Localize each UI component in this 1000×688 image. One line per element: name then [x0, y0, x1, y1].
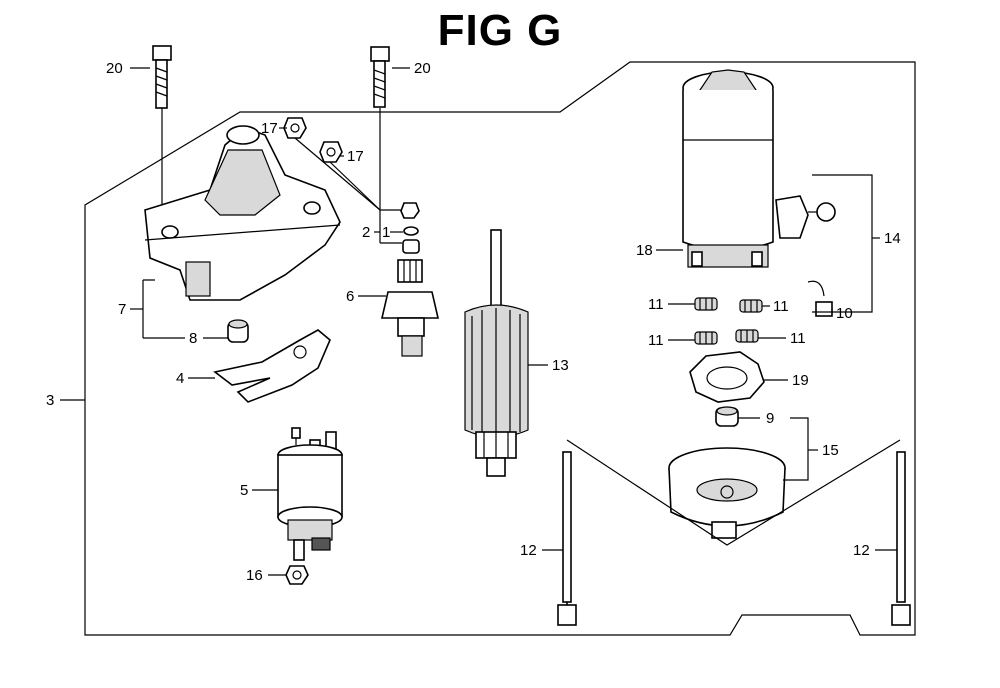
shift-lever	[213, 329, 331, 403]
callout-20-right: 20	[414, 60, 431, 77]
callout-20-left: 20	[106, 60, 123, 77]
nut-17-left	[283, 117, 307, 139]
through-bolt-left	[557, 451, 577, 626]
pinion-gear	[380, 259, 440, 357]
callout-2: 2	[362, 224, 370, 241]
callout-11-c: 11	[648, 332, 664, 349]
spring-11-d	[735, 329, 759, 343]
yoke	[682, 69, 836, 268]
callout-10: 10	[836, 305, 853, 322]
through-bolt-right	[891, 451, 911, 626]
callout-18: 18	[636, 242, 653, 259]
assembly-boundary	[84, 61, 916, 636]
callout-6: 6	[346, 288, 354, 305]
callout-14: 14	[884, 230, 901, 247]
bolt-guide-lines	[566, 439, 901, 546]
brush-holder	[689, 351, 765, 403]
callout-11-b: 11	[773, 298, 789, 315]
callout-12-left: 12	[520, 542, 537, 559]
callout-4: 4	[176, 370, 184, 387]
callout-5: 5	[240, 482, 248, 499]
callout-9: 9	[766, 410, 774, 427]
callout-11-a: 11	[648, 296, 664, 313]
callout-19: 19	[792, 372, 809, 389]
front-housing	[144, 125, 341, 301]
callout-13: 13	[552, 357, 569, 374]
leader-lines	[60, 67, 897, 576]
solenoid	[277, 427, 343, 561]
callout-11-d: 11	[790, 330, 806, 347]
callout-12-right: 12	[853, 542, 870, 559]
bushing	[715, 406, 739, 427]
callout-7: 7	[118, 301, 126, 318]
spring-11-b	[739, 299, 763, 313]
callout-8: 8	[189, 330, 197, 347]
plug	[227, 319, 249, 343]
bolt-20-right	[370, 46, 390, 210]
nut-16	[285, 565, 309, 585]
figure-title: FIG G	[437, 6, 563, 55]
nut-17-right	[319, 141, 343, 163]
callout-1: 1	[382, 224, 390, 241]
brush	[807, 280, 833, 317]
washer-set	[400, 202, 420, 254]
callout-17-right: 17	[347, 148, 364, 165]
callout-15: 15	[822, 442, 839, 459]
callout-17-left: 17	[261, 120, 278, 137]
bolt-20-left	[152, 45, 172, 205]
callout-16: 16	[246, 567, 263, 584]
spring-11-c	[694, 331, 718, 345]
rear-cover	[668, 447, 786, 539]
armature	[464, 229, 529, 477]
spring-11-a	[694, 297, 718, 311]
callout-3: 3	[46, 392, 54, 409]
